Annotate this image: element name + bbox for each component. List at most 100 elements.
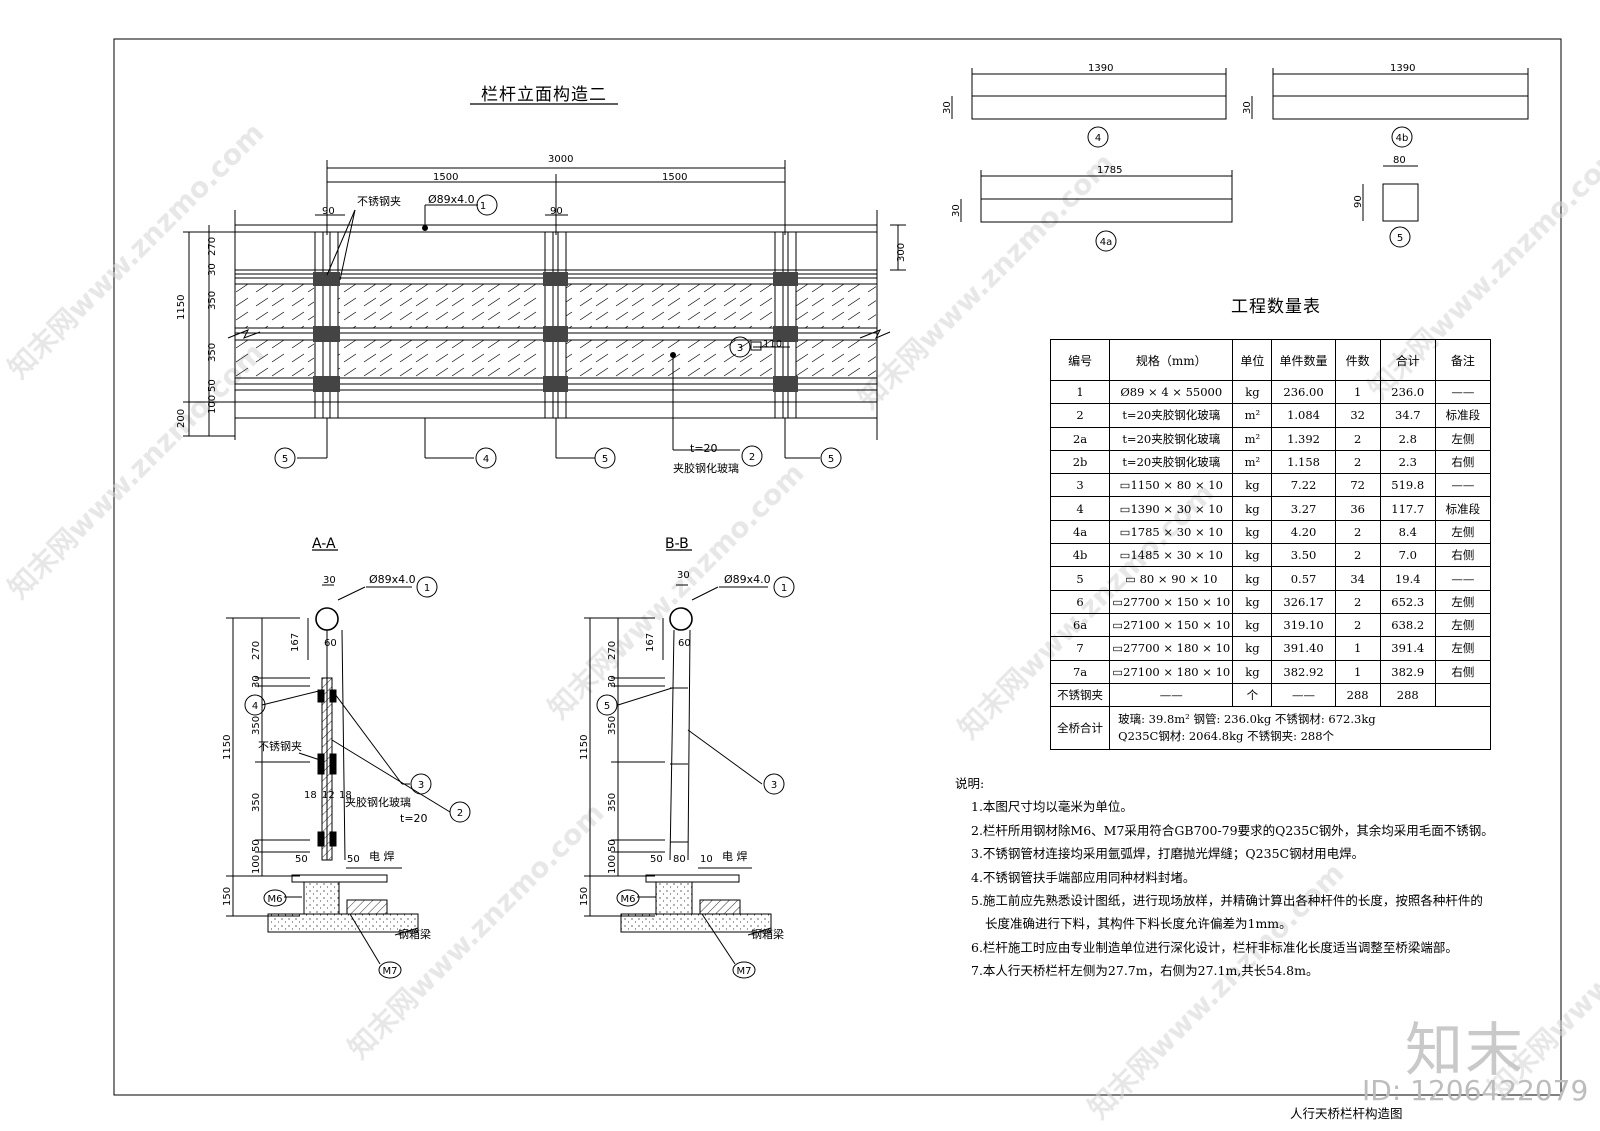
table-cell: 288 [1379,682,1436,708]
footer-title: 人行天桥栏杆构造图 [1290,1106,1403,1121]
callout-4a: 4a [1100,237,1113,248]
part4b-width: 1390 [1390,63,1415,74]
dim-v: 50 [251,839,262,852]
table-cell: t=20夹胶钢化玻璃 [1109,426,1234,451]
section-bb-text: B-B Ø89x4.0 30 167 60 270 30 350 350 50 … [579,536,787,977]
dim-167: 167 [290,633,301,652]
table-cell: m² [1232,426,1273,451]
clip-label: 不锈钢夹 [357,195,401,208]
dim-18a: 18 [304,790,317,801]
table-cell: 2 [1334,612,1381,638]
part4-height: 30 [942,101,953,114]
dim-total: 1150 [222,735,233,760]
table-cell: ▭27700 × 180 × 10 [1109,636,1234,661]
table-cell: 36 [1334,496,1381,521]
table-cell: ▭27100 × 180 × 10 [1109,659,1234,684]
parts-text: 1390 30 4 1390 30 4b 1785 30 4a 80 90 5 [942,63,1415,248]
table-cell: 1 [1334,379,1381,405]
table-cell: ▭1485 × 30 × 10 [1109,543,1234,568]
total-line: 玻璃: 39.8m² 钢管: 236.0kg 不锈钢材: 672.3kg [1118,712,1376,727]
dim-10: 10 [700,854,713,865]
table-cell: —— [1434,473,1492,498]
dim-v: 100 [207,395,218,414]
callout-4: 4 [1095,133,1101,144]
table-cell: 32 [1334,403,1381,428]
table-cell: 标准段 [1434,403,1492,428]
table-cell: 652.3 [1379,589,1436,614]
weld-label: 电 焊 [722,849,748,863]
table-cell: 4 [1049,496,1111,521]
table-cell: 236.0 [1379,379,1436,405]
dim-v: 350 [251,716,262,735]
pipe-label: Ø89x4.0 [724,573,771,586]
table-cell: 34 [1334,566,1381,591]
pipe-label: Ø89x4.0 [369,573,416,586]
total-label: 全桥合计 [1049,706,1111,751]
table-cell: 7 [1049,636,1111,661]
table-cell: 2 [1334,519,1381,545]
table-cell: 3 [1049,473,1111,498]
dim-167: 167 [645,633,656,652]
note-item: 1.本图尺寸均以毫米为单位。 [971,799,1133,815]
dim-80: 80 [673,854,686,865]
callout-3: 3 [418,780,424,791]
callout-4b: 4b [1396,133,1409,144]
beam-label: 钢箱梁 [751,927,784,941]
table-cell: 391.40 [1271,636,1336,661]
table-cell: 1 [1334,659,1381,684]
table-cell: 382.92 [1271,659,1336,684]
table-cell: 391.4 [1379,636,1436,661]
header-cell: 件数 [1334,339,1381,381]
table-cell: 5 [1049,566,1111,591]
table-cell: 2b [1049,449,1111,475]
header-cell: 编号 [1049,339,1111,381]
table-cell: 2 [1334,449,1381,475]
dim-30: 30 [323,575,336,586]
table-total-row: 全桥合计 玻璃: 39.8m² 钢管: 236.0kg 不锈钢材: 672.3k… [1049,706,1491,751]
dim-50a: 50 [295,854,308,865]
note-item: 5.施工前应先熟悉设计图纸，进行现场放样，并精确计算出各种杆件的长度，按照各种杆… [971,893,1483,909]
sheet-border [113,38,1562,1096]
table-cell: 2.8 [1379,426,1436,451]
table-cell: 6a [1049,612,1111,638]
notes-title: 说明: [955,776,985,791]
weld-label: 电 焊 [369,849,395,863]
dim-v: 100 [607,855,618,874]
table-cell: 1.392 [1271,426,1336,451]
table-cell: 2.3 [1379,449,1436,475]
table-cell: ▭1390 × 30 × 10 [1109,496,1234,521]
note-item-continued: 长度准确进行下料，其构件下料长度允许偏差为1mm。 [985,916,1292,932]
section-aa-text: A-A Ø89x4.0 30 167 60 270 30 350 350 50 … [222,536,463,977]
dim-post-b: 90 [550,206,563,217]
callout-5: 5 [1397,233,1403,244]
dim-v: 350 [207,343,218,362]
table-cell: 1 [1049,379,1111,405]
table-cell: kg [1232,636,1273,661]
table-cell: ▭1785 × 30 × 10 [1109,519,1234,545]
table-cell: 638.2 [1379,612,1436,638]
dim-right-side: 300 [896,243,907,262]
watermark-text: 知末网www.znzmo.com [542,456,811,725]
elevation-text: 3000 1500 1500 90 90 300 1150 200 270 30… [176,154,907,475]
table-cell [1434,682,1492,708]
callout-1: 1 [781,583,787,594]
table-cell: 326.17 [1271,589,1336,614]
table-cell: ▭1150 × 80 × 10 [1109,473,1234,498]
part4-width: 1390 [1088,63,1113,74]
table-cell: 右侧 [1434,543,1492,568]
dim-50b: 50 [347,854,360,865]
table-cell: kg [1232,543,1273,568]
table-cell: 3.50 [1271,543,1336,568]
table-cell: 319.10 [1271,612,1336,638]
header-cell: 合计 [1379,339,1436,381]
callout-5: 5 [604,701,610,712]
dim-60: 60 [678,638,691,649]
watermark-text: 知末网www.znzmo.com [2,336,271,605]
header-cell: 单位 [1232,339,1273,381]
glass-label: 夹胶钢化玻璃 [345,795,411,809]
table-cell: 6 [1049,589,1111,614]
watermark-text: 知末网www.znzmo.com [2,116,271,385]
